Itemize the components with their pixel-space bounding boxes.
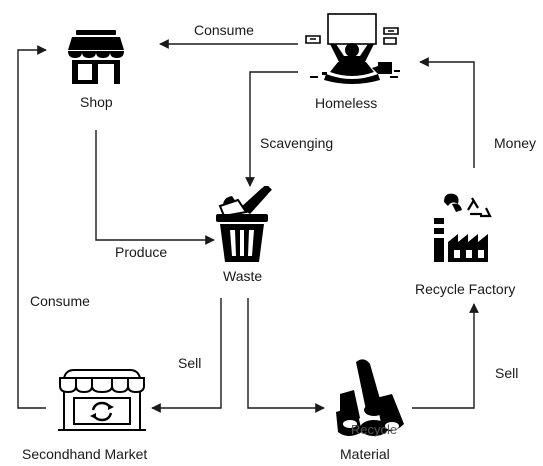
- edge-market-to-shop: [17, 45, 47, 409]
- shop-label: Shop: [80, 94, 113, 110]
- edge-waste-to-material: [247, 298, 325, 413]
- shop-icon: [68, 30, 124, 84]
- edge-label-waste-to-market: Sell: [178, 355, 202, 371]
- material-pipes-icon: Recycle: [336, 359, 404, 437]
- waste-bin-icon: [216, 186, 272, 262]
- edge-label-market-to-shop: Consume: [30, 293, 90, 309]
- edge-label-produce: Produce: [115, 244, 168, 260]
- secondhand-market-icon: [58, 369, 146, 431]
- material-recycle-label: Recycle: [351, 422, 397, 437]
- edge-homeless-to-waste: [245, 71, 298, 187]
- edge-shop-to-waste: [95, 130, 215, 245]
- edge-waste-to-market: [151, 298, 222, 413]
- secondhand-market-label: Secondhand Market: [22, 446, 148, 462]
- homeless-icon: [305, 13, 400, 84]
- homeless-label: Homeless: [315, 95, 378, 111]
- material-label: Material: [340, 446, 390, 462]
- edge-label-homeless-to-shop: Consume: [194, 22, 254, 38]
- edge-factory-to-homeless: [419, 57, 475, 168]
- recycle-factory-label: Recycle Factory: [415, 281, 516, 297]
- edge-label-scavenging: Scavenging: [260, 135, 334, 151]
- waste-label: Waste: [223, 268, 263, 284]
- recycle-factory-icon: [434, 193, 492, 262]
- edge-label-money: Money: [494, 135, 537, 151]
- edge-material-to-factory: [412, 303, 479, 409]
- edge-label-material-to-factory: Sell: [495, 365, 519, 381]
